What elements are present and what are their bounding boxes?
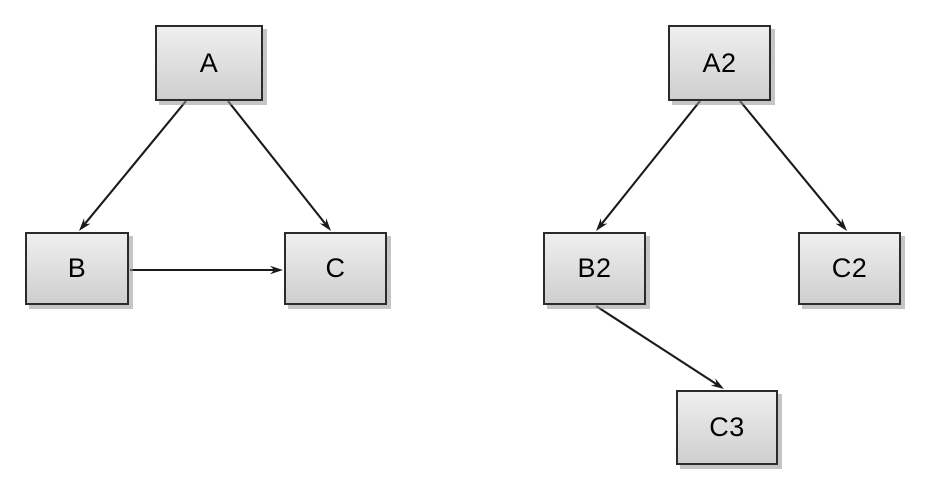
node-A[interactable]: A: [155, 25, 263, 101]
node-C2[interactable]: C2: [798, 232, 901, 305]
node-label-A: A: [199, 47, 219, 78]
node-B[interactable]: B: [25, 232, 129, 305]
node-label-A2: A2: [702, 47, 737, 78]
node-B2[interactable]: B2: [543, 232, 646, 305]
node-label-C3: C3: [709, 412, 745, 442]
arrowhead-A-to-C: [319, 218, 331, 231]
node-C3[interactable]: C3: [676, 390, 778, 465]
arrowhead-A-to-B: [79, 218, 91, 231]
node-label-C: C: [325, 253, 346, 283]
edge-A-to-B: [82, 100, 187, 227]
edge-A2-to-C2: [739, 100, 844, 227]
edge-B2-to-C3: [595, 305, 719, 386]
edge-A2-to-B2: [599, 100, 701, 227]
edge-A-to-C: [227, 100, 328, 227]
arrowhead-A2-to-C2: [835, 218, 847, 231]
node-A2[interactable]: A2: [668, 25, 771, 101]
node-label-B2: B2: [577, 253, 612, 283]
node-C[interactable]: C: [284, 232, 387, 305]
node-label-B: B: [67, 253, 87, 283]
arrowhead-A2-to-B2: [596, 218, 608, 231]
arrowhead-B-to-C: [270, 265, 283, 275]
arrowhead-B2-to-C3: [710, 378, 724, 389]
node-label-C2: C2: [831, 253, 868, 283]
